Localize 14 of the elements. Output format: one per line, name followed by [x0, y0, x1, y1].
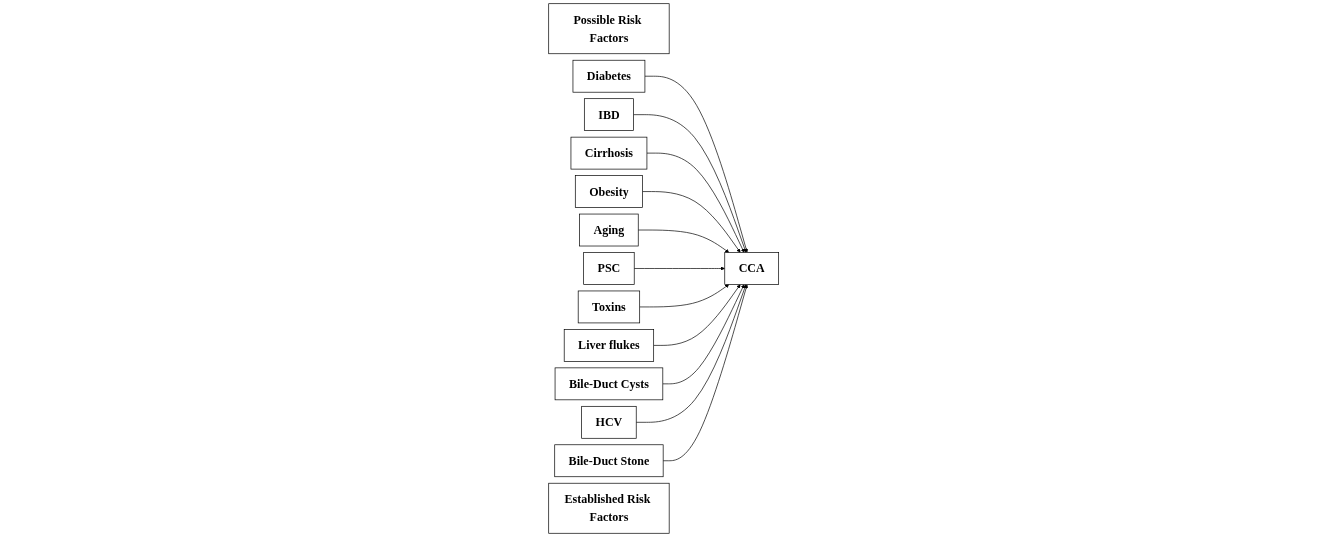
node-box: IBD: [583, 98, 634, 131]
node-box: Toxins: [577, 290, 640, 324]
node-box: Liver flukes: [563, 329, 654, 362]
node-box: Cirrhosis: [570, 136, 648, 170]
node-box: Established Risk Factors: [548, 482, 670, 534]
node-box: Possible Risk Factors: [548, 3, 670, 55]
node-box: CCA: [724, 252, 779, 285]
node-box: Bile-Duct Stone: [554, 444, 664, 478]
node-box: Bile-Duct Cysts: [554, 367, 663, 401]
node-box: PSC: [583, 252, 635, 285]
node-box: Obesity: [574, 175, 643, 208]
node-box: HCV: [581, 406, 637, 439]
node-box: Aging: [579, 213, 639, 247]
node-box: Diabetes: [572, 59, 646, 93]
